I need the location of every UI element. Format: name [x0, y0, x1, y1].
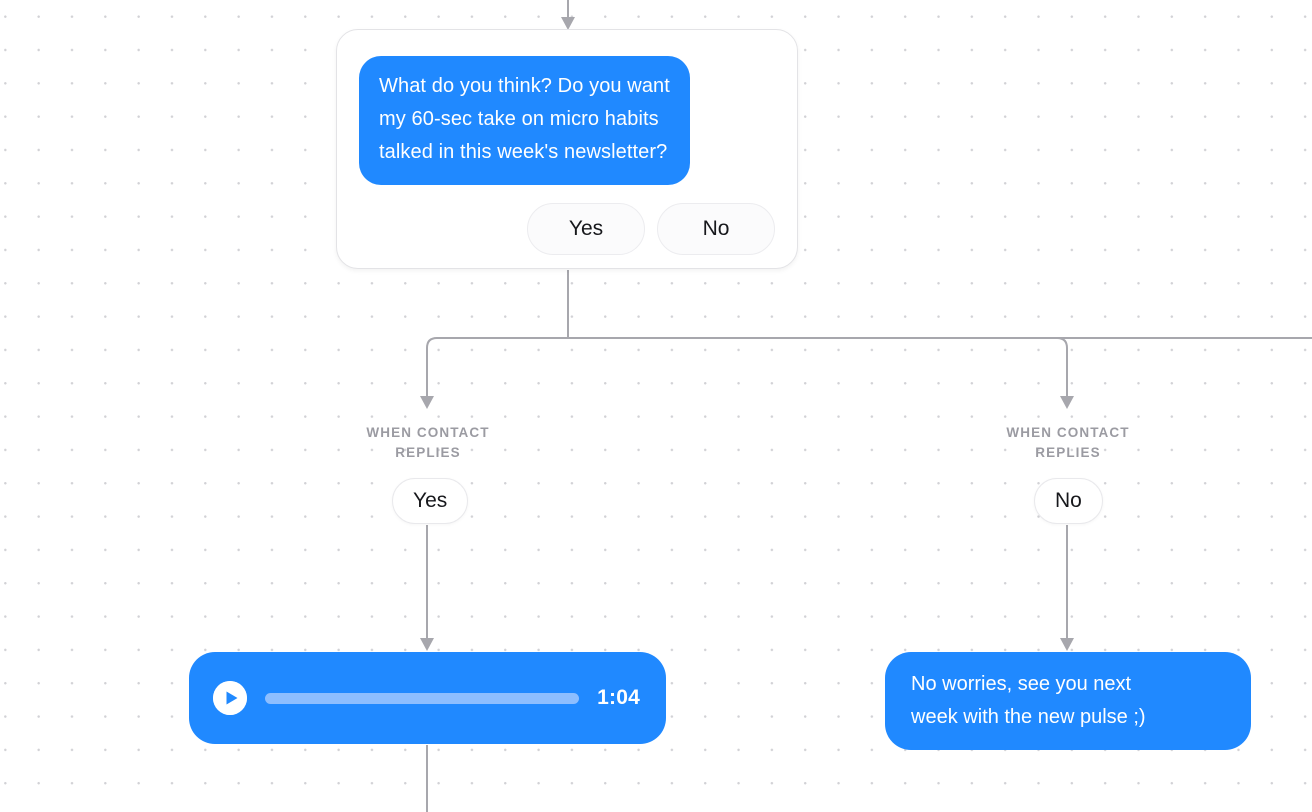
edge-arrowhead-right-branch: [1060, 396, 1074, 409]
edge-arrowhead-no-to-text: [1060, 638, 1074, 651]
text-message-node[interactable]: No worries, see you next week with the n…: [885, 652, 1251, 750]
question-choices: Yes No: [359, 203, 775, 255]
branch-condition-label-no: WHEN CONTACT REPLIES: [1006, 425, 1130, 460]
audio-message-node[interactable]: 1:04: [189, 652, 666, 744]
question-node[interactable]: What do you think? Do you want my 60-sec…: [336, 29, 798, 269]
edge-branch-right-drop: [1056, 337, 1068, 400]
choice-button-yes[interactable]: Yes: [527, 203, 645, 255]
edge-arrowhead-left-branch: [420, 396, 434, 409]
question-message-bubble: What do you think? Do you want my 60-sec…: [359, 56, 690, 185]
reply-node-no[interactable]: No: [1034, 478, 1103, 524]
edge-branch-left: [426, 337, 568, 400]
reply-node-yes[interactable]: Yes: [392, 478, 469, 524]
play-icon[interactable]: [213, 681, 247, 715]
audio-progress-bar[interactable]: [265, 692, 580, 704]
audio-duration-label: 1:04: [597, 686, 640, 709]
edge-arrowhead-yes-to-audio: [420, 638, 434, 651]
choice-button-no[interactable]: No: [657, 203, 775, 255]
branch-condition-label-yes: WHEN CONTACT REPLIES: [366, 425, 490, 460]
